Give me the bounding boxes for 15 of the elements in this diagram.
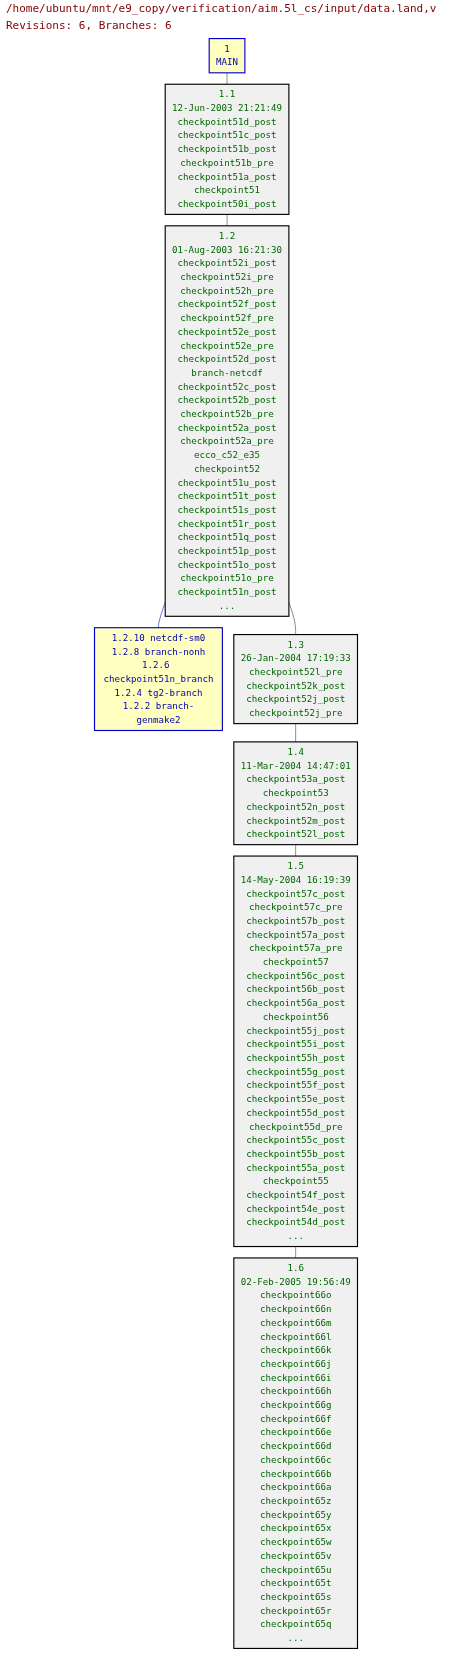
revision-summary: Revisions: 6, Branches: 6 [5, 18, 173, 34]
connector [226, 214, 228, 227]
file-path-title: /home/ubuntu/mnt/e9_copy/verification/aim.5l_cs/input/data.land,v [5, 1, 438, 17]
node-box: 1.1 12-Jun-2003 21:21:49 checkpoint51d_post checkpoint51c_post checkpoint51b_post checkpoint51b_pre checkpoint51a_post checkpoint51 checkpoint50i_post [164, 83, 290, 215]
node-box: 1.6 02-Feb-2005 19:56:49 checkpoint66o checkpoint66n checkpoint66m checkpoint66l checkpoint66k checkpoint66j checkpoint66i checkpoint66h checkpoint66g checkpoint66f checkpoint66e checkpoint66d checkpoint66c checkpoint66b checkpoint66a checkpoint65z checkpoint65y checkpoint65x checkpoint65w checkpoint65v checkpoint65u checkpoint65t checkpoint65s checkpoint65r checkpoint65q ... [233, 1257, 359, 1649]
connector [295, 1246, 296, 1259]
connector [295, 844, 296, 857]
node-box: 1.5 14-May-2004 16:19:39 checkpoint57c_post checkpoint57c_pre checkpoint57b_post checkpoint57a_post checkpoint57a_pre checkpoint57 checkpoint56c_post checkpoint56b_post checkpoint56a_post checkpoint56 checkpoint55j_post checkpoint55i_post checkpoint55h_post checkpoint55g_post checkpoint55f_post checkpoint55e_post checkpoint55d_post checkpoint55d_pre checkpoint55c_post checkpoint55b_post checkpoint55a_post checkpoint55 checkpoint54f_post checkpoint54e_post checkpoint54d_post ... [233, 855, 359, 1248]
node-box: 1.2 01-Aug-2003 16:21:30 checkpoint52i_post checkpoint52i_pre checkpoint52h_pre checkpoint52f_post checkpoint52f_pre checkpoint52e_post checkpoint52e_pre checkpoint52d_post branch-netcdf checkpoint52c_post checkpoint52b_post checkpoint52b_pre checkpoint52a_post checkpoint52a_pre ecco_c52_e35 checkpoint52 checkpoint51u_post checkpoint51t_post checkpoint51s_post checkpoint51r_post checkpoint51q_post checkpoint51p_post checkpoint51o_post checkpoint51o_pre checkpoint51n_post ... [164, 225, 290, 617]
connector [226, 72, 228, 85]
node-box: 1.3 26-Jan-2004 17:19:33 checkpoint52l_pre checkpoint52k_post checkpoint52j_post checkpoint52j_pre [233, 634, 359, 725]
connector [295, 723, 296, 743]
node-box: 1 MAIN [208, 38, 246, 74]
node-box: 1.2.10 netcdf-sm0 1.2.8 branch-nonh 1.2.6 checkpoint51n_branch 1.2.4 tg2-branch 1.2.2 branch-genmake2 [93, 627, 223, 732]
node-box: 1.4 11-Mar-2004 14:47:01 checkpoint53a_post checkpoint53 checkpoint52n_post checkpoint52m_post checkpoint52l_post [233, 741, 359, 846]
